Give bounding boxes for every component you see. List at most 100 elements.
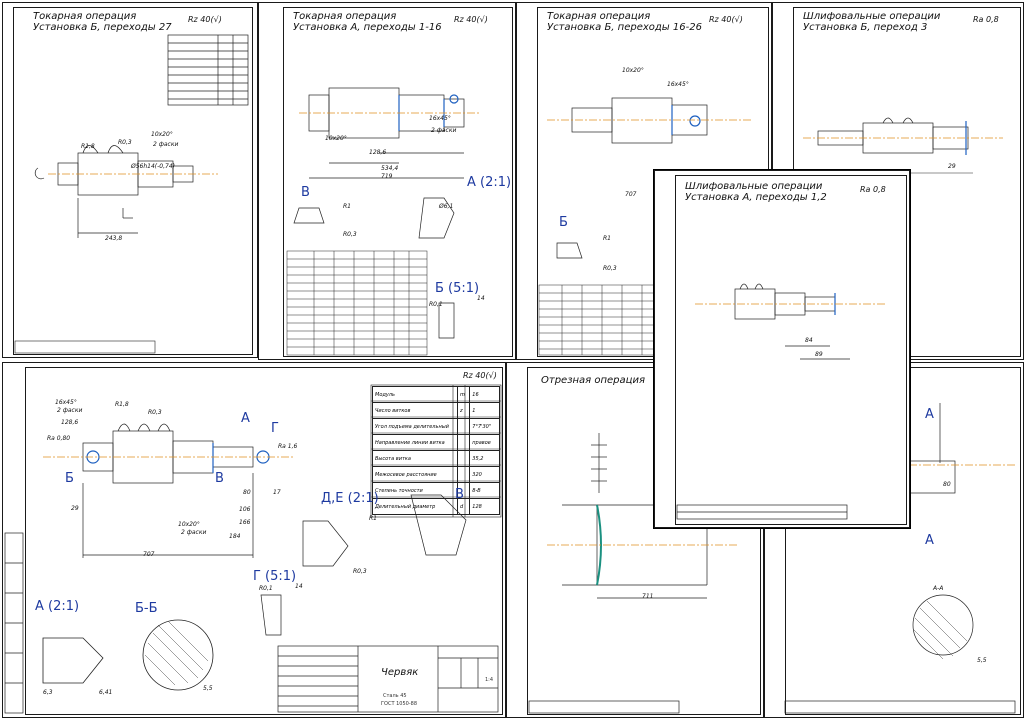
param-name: Модуль <box>372 386 458 403</box>
dim-label: 2 фаски <box>153 141 179 148</box>
dim-label: 10x20° <box>622 67 644 74</box>
scale: 1:4 <box>485 677 494 683</box>
dim-label: 16x45° <box>667 81 689 88</box>
param-symbol <box>456 418 471 435</box>
dim-label: 80 <box>943 481 951 488</box>
dim-label: R1 <box>369 515 377 522</box>
param-name: Число витков <box>372 402 458 419</box>
view-label: Б (5:1) <box>435 281 480 296</box>
sheet-subtitle: Установка Б, переходы 16-26 <box>547 22 702 33</box>
part-sketch <box>676 283 885 520</box>
dim-label: 89 <box>815 351 823 358</box>
param-value: правое <box>469 434 500 451</box>
sheet-title: Токарная операция <box>33 11 137 22</box>
dim-label: 128,6 <box>61 419 79 426</box>
section-sketch <box>784 403 1016 714</box>
param-value: 16 <box>469 386 500 403</box>
drawing-sheet-grinding-a12: Шлифовальные операции Установка А, перех… <box>654 170 910 528</box>
cutting-sketch <box>528 433 737 714</box>
dim-label: R0,3 <box>603 265 617 272</box>
dim-label: R1,8 <box>81 143 95 150</box>
roughness-symbol: Rz 40(√) <box>454 15 488 24</box>
dim-label: R0,1 <box>429 301 443 308</box>
param-name: Межосевое расстояние <box>372 466 458 483</box>
roughness-symbol: Rz 40(√) <box>463 371 497 380</box>
dim-label: R0,1 <box>259 585 273 592</box>
dim-label: R1 <box>603 235 611 242</box>
param-symbol <box>456 466 471 483</box>
dim-label: 711 <box>642 593 654 600</box>
view-label: В <box>455 487 464 502</box>
sheet-subtitle: Установка Б, переход 3 <box>803 22 928 33</box>
view-label: Г (5:1) <box>253 569 297 584</box>
sheet-title: Токарная операция <box>293 11 397 22</box>
dim-label: 2 фаски <box>57 407 83 414</box>
dim-label: 10x20° <box>325 135 347 142</box>
dim-label: R0,3 <box>118 139 132 146</box>
param-symbol <box>456 434 471 451</box>
view-label: А (2:1) <box>467 175 512 190</box>
view-label: В <box>215 471 224 486</box>
sheet-frame <box>283 7 513 357</box>
material: Сталь 45 <box>383 693 407 699</box>
sheet-subtitle: Установка А, переходы 1-16 <box>293 22 442 33</box>
roughness-symbol: Rz 40(√) <box>709 15 743 24</box>
dim-label: 128,6 <box>369 149 387 156</box>
sheet-subtitle: Установка Б, переходы 27 <box>33 22 172 33</box>
param-value: 1 <box>469 402 500 419</box>
dim-label: 29 <box>948 163 956 170</box>
dim-label: Ra 0,80 <box>47 435 71 442</box>
sheet-title: Шлифовальные операции <box>803 11 941 22</box>
dim-label: 719 <box>381 173 393 180</box>
param-symbol: m <box>456 386 471 403</box>
material-standard: ГОСТ 1050-88 <box>381 701 418 707</box>
param-name: Делительный диаметр <box>372 498 458 515</box>
view-label: Б <box>559 215 568 230</box>
dim-label: 707 <box>625 191 637 198</box>
dim-label: 10x20° <box>151 131 173 138</box>
param-name: Направление линии витка <box>372 434 458 451</box>
dim-label: 16x45° <box>55 399 77 406</box>
param-symbol: z <box>456 402 471 419</box>
sheet-title: Отрезная операция <box>541 375 645 386</box>
dim-label: R0,3 <box>353 568 367 575</box>
view-label: Б-Б <box>135 601 158 616</box>
dim-label: 5,5 <box>977 657 987 664</box>
view-label: А (2:1) <box>35 599 80 614</box>
sheet-title: Шлифовальные операции <box>685 181 823 192</box>
dim-label: 184 <box>229 533 241 540</box>
dim-label: 14 <box>295 583 303 590</box>
dim-label: 106 <box>239 506 251 513</box>
part-sketch <box>803 117 1003 174</box>
part-name: Червяк <box>381 667 419 678</box>
roughness-symbol: Ra 0,8 <box>973 15 999 24</box>
dim-label: Ø56h14(-0,74) <box>131 163 176 170</box>
dim-label: Ø6,1 <box>439 203 454 210</box>
sheet-frame <box>13 7 253 355</box>
part-sketch <box>14 34 249 354</box>
sheet-subtitle: Установка А, переходы 1,2 <box>685 192 827 203</box>
drawing-sheet-worm: Rz 40(√) <box>2 362 506 718</box>
dim-label: 6,41 <box>99 689 113 696</box>
view-label: А <box>241 411 250 426</box>
dim-label: 707 <box>143 551 155 558</box>
dim-label: А-А <box>933 585 944 592</box>
dim-label: R0,3 <box>343 231 357 238</box>
view-label: А <box>925 407 934 422</box>
param-value: 8-В <box>469 482 500 499</box>
view-label: Б <box>65 471 74 486</box>
dim-label: R1,8 <box>115 401 129 408</box>
sheet-frame <box>527 367 761 715</box>
dim-label: 2 фаски <box>431 127 457 134</box>
sheet-frame <box>675 175 907 525</box>
sheet-frame <box>25 367 503 715</box>
view-label: А <box>925 533 934 548</box>
dim-label: 166 <box>239 519 251 526</box>
